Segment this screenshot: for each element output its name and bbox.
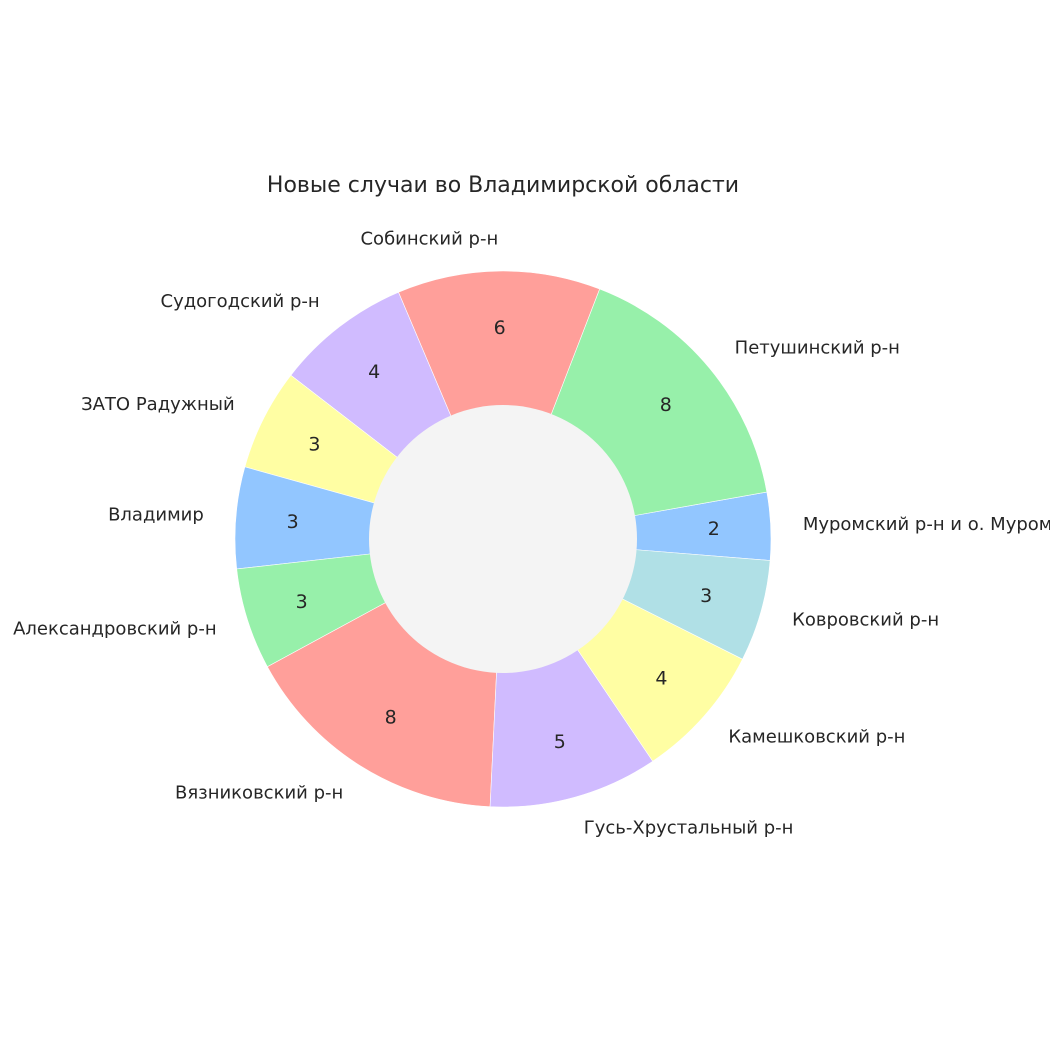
donut-center [369, 405, 637, 673]
slice-label-4: ЗАТО Радужный [81, 394, 235, 415]
slice-label-2: Собинский р-н [360, 228, 498, 249]
slice-value-0: 2 [708, 518, 720, 540]
slice-label-6: Александровский р-н [13, 618, 217, 639]
slice-label-8: Гусь-Хрустальный р-н [584, 818, 794, 839]
slice-value-1: 8 [660, 394, 672, 416]
slice-label-10: Ковровский р-н [792, 609, 939, 630]
slice-label-9: Камешковский р-н [728, 727, 905, 748]
slice-label-7: Вязниковский р-н [175, 783, 343, 804]
slice-label-1: Петушинский р-н [735, 338, 900, 359]
slice-label-0: Муромский р-н и о. Муром [803, 514, 1050, 535]
slice-value-6: 3 [296, 591, 308, 613]
slice-value-3: 4 [368, 361, 380, 383]
value-labels-group: 2 8 6 4 3 3 3 8 5 4 3 [287, 317, 720, 753]
slice-2 [398, 270, 601, 540]
slice-value-2: 6 [494, 317, 506, 339]
slice-value-4: 3 [308, 433, 320, 455]
slice-label-3: Судогодский р-н [161, 291, 320, 312]
slice-value-8: 5 [554, 731, 566, 753]
slice-value-9: 4 [655, 667, 667, 689]
slice-value-10: 3 [700, 585, 712, 607]
slice-labels-group: Муромский р-н и о. Муром Петушинский р-н С… [13, 228, 1050, 838]
slice-value-7: 8 [385, 707, 397, 729]
slice-value-5: 3 [287, 511, 299, 533]
slice-label-5: Владимир [108, 504, 204, 525]
chart-title: Новые случаи во Владимирской области [267, 173, 739, 198]
